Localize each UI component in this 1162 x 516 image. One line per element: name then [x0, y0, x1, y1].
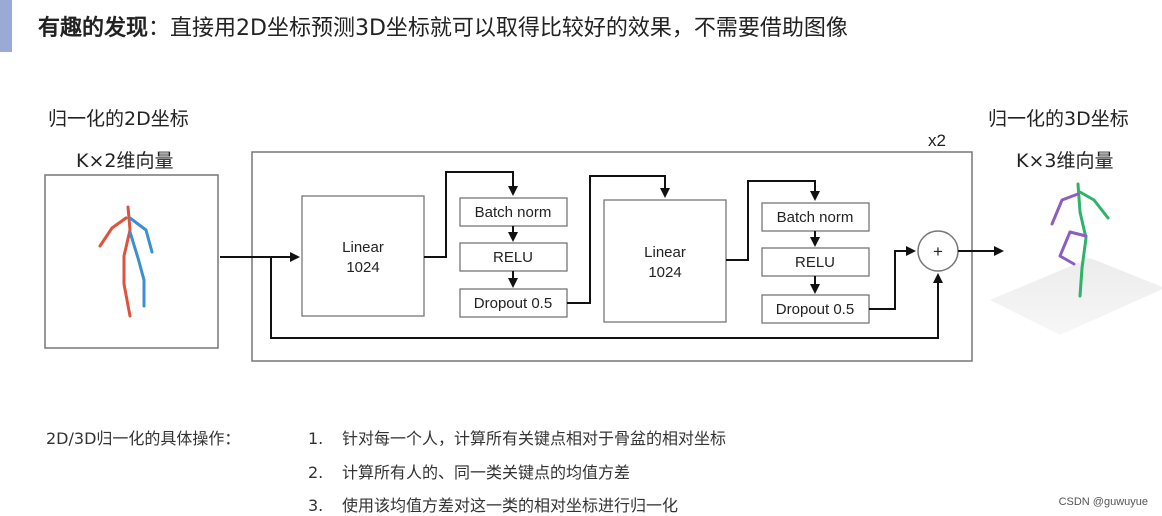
dropout-box-1	[459, 288, 568, 318]
list-item-text: 计算所有人的、同一类关键点的均值方差	[342, 463, 631, 482]
list-item-number: 1.	[308, 429, 324, 448]
title-colon: ：	[148, 16, 171, 41]
dropout1-label: Dropout 0.5	[474, 295, 552, 312]
linear1-line1: Linear	[342, 239, 384, 256]
input-pose-box	[44, 174, 219, 349]
skeleton-2d-icon	[98, 205, 154, 318]
accent-bar	[0, 0, 12, 52]
list-item-number: 2.	[308, 463, 324, 482]
network-diagram: x2 Linear 1024 Batch norm RELU Dropout 0…	[44, 131, 1162, 362]
output-label-line2: K×3维向量	[1016, 150, 1114, 172]
operations-title: 2D/3D归一化的具体操作：	[46, 429, 241, 448]
list-item-number: 3.	[308, 496, 324, 515]
input-label-line2: K×2维向量	[76, 150, 174, 172]
linear1-line2: 1024	[346, 259, 379, 276]
list-item: 2. 计算所有人的、同一类关键点的均值方差	[308, 459, 630, 483]
batchnorm2-label: Batch norm	[777, 209, 854, 226]
title-bold: 有趣的发现	[38, 16, 149, 41]
flow-arrows	[220, 171, 1004, 339]
output-label-line1: 归一化的3D坐标	[988, 108, 1129, 130]
linear-box-1	[301, 195, 425, 317]
batchnorm-box-2	[761, 202, 870, 232]
list-item-text: 针对每一个人，计算所有关键点相对于骨盆的相对坐标	[342, 429, 727, 448]
linear2-line1: Linear	[644, 244, 686, 261]
input-label-line1: 归一化的2D坐标	[48, 108, 189, 130]
add-node-label: +	[933, 242, 943, 261]
skeleton-3d-icon	[1050, 182, 1110, 298]
relu2-label: RELU	[795, 254, 835, 271]
linear2-line2: 1024	[648, 264, 681, 281]
repeat-label: x2	[928, 131, 946, 150]
relu1-label: RELU	[493, 249, 533, 266]
linear-box-2	[603, 199, 727, 323]
relu-box-1	[459, 242, 568, 272]
batchnorm1-label: Batch norm	[475, 204, 552, 221]
ground-plane	[990, 258, 1162, 335]
watermark: CSDN @guwuyue	[1058, 496, 1148, 508]
title-rest: 直接用2D坐标预测3D坐标就可以取得比较好的效果，不需要借助图像	[170, 16, 848, 41]
page-title: 有趣的发现：直接用2D坐标预测3D坐标就可以取得比较好的效果，不需要借助图像	[38, 10, 848, 42]
dropout2-label: Dropout 0.5	[776, 301, 854, 318]
list-item-text: 使用该均值方差对这一类的相对坐标进行归一化	[342, 496, 679, 515]
list-item: 1. 针对每一个人，计算所有关键点相对于骨盆的相对坐标	[308, 425, 726, 449]
list-item: 3. 使用该均值方差对这一类的相对坐标进行归一化	[308, 492, 678, 516]
